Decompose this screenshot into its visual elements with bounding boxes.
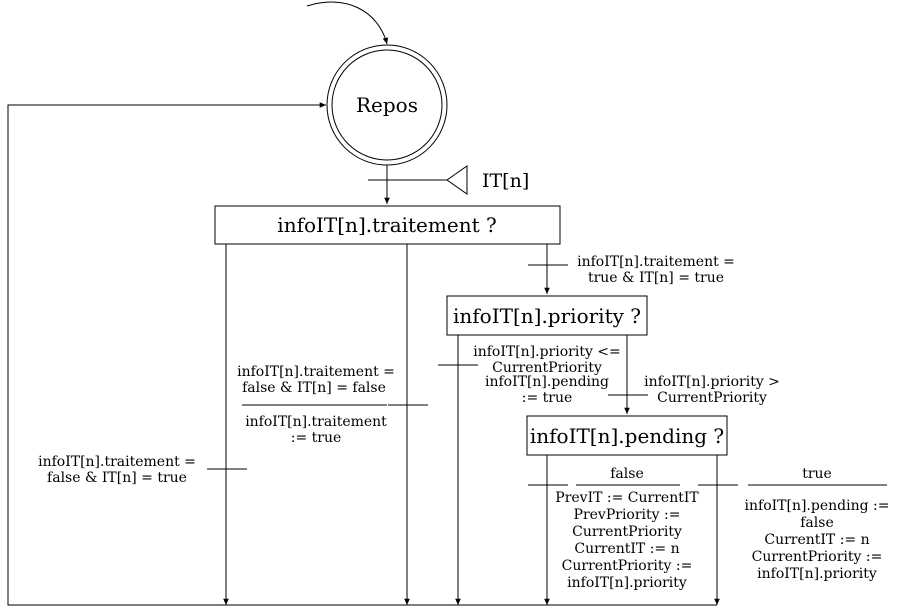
- initial-arrow: [306, 1, 389, 45]
- pending-false-action-line4: CurrentIT := n: [574, 541, 679, 557]
- traitement-false-false-guard-line1: infoIT[n].traitement =: [237, 364, 395, 380]
- pending-false-guard: false: [610, 466, 643, 482]
- pending-false-action-line2: PrevPriority :=: [574, 507, 681, 523]
- traitement-false-false-action-line2: := true: [291, 430, 342, 446]
- pending-false-action-line1: PrevIT := CurrentIT: [555, 490, 699, 506]
- pending-true-guard: true: [802, 466, 832, 482]
- priority-decision-label: infoIT[n].priority ?: [453, 304, 641, 328]
- priority-le-guard-line2: CurrentPriority: [492, 360, 602, 376]
- traitement-false-false-action-line1: infoIT[n].traitement: [245, 414, 387, 430]
- pending-true-action-line1: infoIT[n].pending :=: [745, 498, 890, 514]
- traitement-false-true-guard-line1: infoIT[n].traitement =: [38, 454, 196, 470]
- interrupt-label: IT[n]: [482, 170, 529, 192]
- traitement-decision[interactable]: infoIT[n].traitement ?: [214, 205, 561, 245]
- priority-decision[interactable]: infoIT[n].priority ?: [446, 295, 648, 336]
- pending-decision-label: infoIT[n].pending ?: [530, 424, 724, 448]
- traitement-true-guard-line2: true & IT[n] = true: [588, 270, 724, 286]
- pending-decision[interactable]: infoIT[n].pending ?: [526, 415, 728, 456]
- pending-false-action-line3: CurrentPriority: [572, 524, 682, 540]
- priority-le-guard-line1: infoIT[n].priority <=: [473, 344, 621, 360]
- traitement-false-false-guard-line2: false & IT[n] = false: [242, 380, 386, 396]
- repos-state[interactable]: Repos: [326, 44, 448, 166]
- repos-label: Repos: [356, 93, 418, 117]
- pending-true-action-line4: CurrentPriority :=: [752, 549, 883, 565]
- interrupt-signal-icon: [446, 165, 468, 195]
- pending-true-action-line2: false: [800, 515, 833, 531]
- pending-true-action-line3: CurrentIT := n: [764, 532, 869, 548]
- pending-false-action-line6: infoIT[n].priority: [567, 575, 687, 591]
- traitement-decision-label: infoIT[n].traitement ?: [277, 213, 496, 237]
- priority-le-action-line2: := true: [522, 390, 573, 406]
- traitement-false-true-guard-line2: false & IT[n] = true: [47, 470, 187, 486]
- pending-true-action-line5: infoIT[n].priority: [757, 566, 877, 582]
- traitement-true-guard-line1: infoIT[n].traitement =: [577, 254, 735, 270]
- pending-false-action-line5: CurrentPriority :=: [562, 558, 693, 574]
- return-loop-line: [7, 102, 717, 606]
- priority-gt-guard-line2: CurrentPriority: [657, 390, 767, 406]
- priority-gt-guard-line1: infoIT[n].priority >: [644, 374, 780, 390]
- priority-le-action-line1: infoIT[n].pending: [485, 374, 609, 390]
